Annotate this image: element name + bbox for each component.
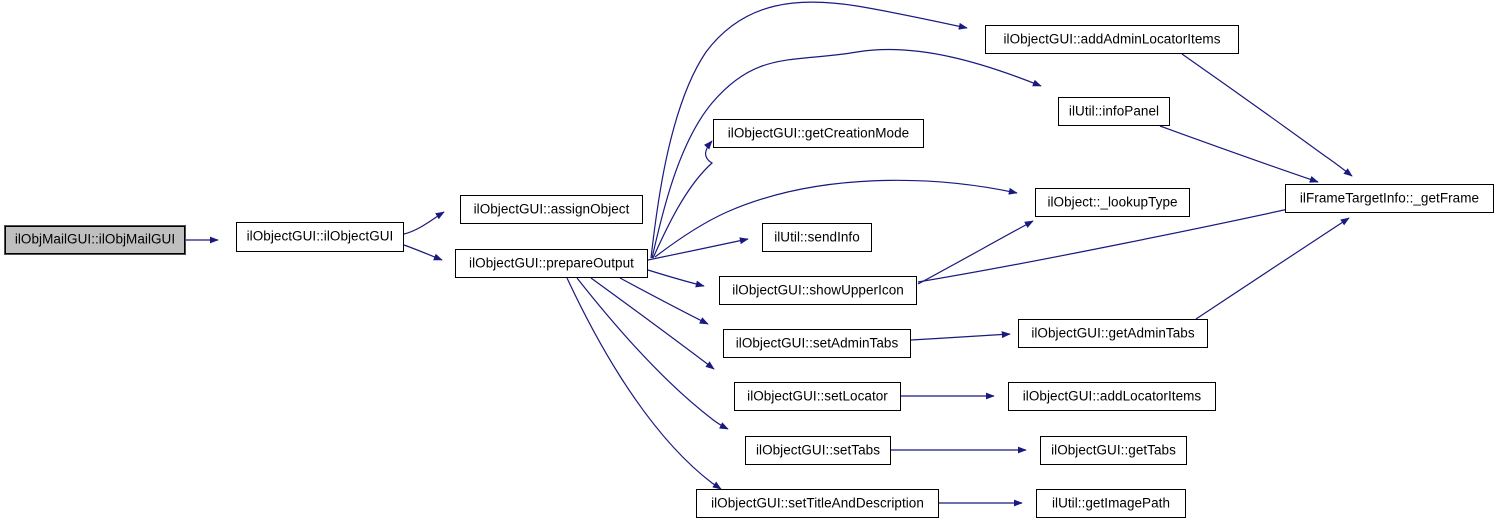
graph-node-label: ilUtil::getImagePath bbox=[1051, 495, 1171, 511]
graph-node-label: ilObjectGUI::setLocator bbox=[747, 388, 888, 404]
graph-node-n17[interactable]: ilUtil::getImagePath bbox=[1036, 489, 1186, 518]
edge-n3-to-n10 bbox=[566, 277, 722, 490]
graph-node-n13[interactable]: ilObject::_lookupType bbox=[1035, 188, 1190, 217]
graph-node-n5[interactable]: ilUtil::sendInfo bbox=[762, 223, 872, 252]
graph-node-n4[interactable]: ilObjectGUI::getCreationMode bbox=[713, 119, 924, 148]
graph-node-n14[interactable]: ilObjectGUI::getAdminTabs bbox=[1018, 319, 1208, 348]
graph-node-n8[interactable]: ilObjectGUI::setLocator bbox=[734, 382, 901, 411]
graph-node-label: ilObjectGUI::getCreationMode bbox=[727, 125, 910, 141]
graph-node-label: ilObjectGUI::addAdminLocatorItems bbox=[1003, 31, 1221, 47]
graph-node-n0[interactable]: ilObjMailGUI::ilObjMailGUI bbox=[4, 225, 186, 255]
graph-node-n10[interactable]: ilObjectGUI::setTitleAndDescription bbox=[696, 489, 939, 518]
edge-n1-to-n3 bbox=[403, 244, 443, 261]
graph-node-label: ilObject::_lookupType bbox=[1047, 194, 1178, 210]
graph-node-n9[interactable]: ilObjectGUI::setTabs bbox=[745, 436, 891, 465]
graph-node-label: ilObjectGUI::addLocatorItems bbox=[1022, 388, 1202, 404]
graph-node-label: ilUtil::infoPanel bbox=[1068, 103, 1160, 119]
graph-node-label: ilObjectGUI::setAdminTabs bbox=[735, 335, 899, 351]
graph-node-label: ilObjectGUI::getTabs bbox=[1051, 442, 1176, 458]
edge-n7-to-n14 bbox=[910, 331, 1011, 341]
edge-n3-to-n8 bbox=[590, 277, 715, 370]
graph-node-n3[interactable]: ilObjectGUI::prepareOutput bbox=[455, 249, 648, 278]
graph-node-n16[interactable]: ilObjectGUI::getTabs bbox=[1040, 436, 1187, 465]
graph-node-n1[interactable]: ilObjectGUI::ilObjectGUI bbox=[236, 222, 404, 252]
edge-n3-to-n4 bbox=[652, 140, 714, 259]
graph-node-n7[interactable]: ilObjectGUI::setAdminTabs bbox=[723, 329, 911, 358]
graph-node-label: ilObjectGUI::setTitleAndDescription bbox=[711, 495, 924, 511]
edge-n14-to-n18 bbox=[1195, 217, 1350, 320]
edge-n11-to-n18 bbox=[1181, 53, 1353, 177]
graph-node-label: ilUtil::sendInfo bbox=[774, 229, 860, 245]
graph-node-label: ilObjectGUI::setTabs bbox=[755, 442, 881, 458]
edge-n3-to-n9 bbox=[576, 277, 729, 430]
graph-node-n6[interactable]: ilObjectGUI::showUpperIcon bbox=[719, 276, 917, 305]
graph-node-label: ilObjectGUI::getAdminTabs bbox=[1031, 325, 1195, 341]
graph-node-n11[interactable]: ilObjectGUI::addAdminLocatorItems bbox=[985, 25, 1239, 54]
graph-node-label: ilObjectGUI::ilObjectGUI bbox=[246, 228, 394, 244]
graph-node-n2[interactable]: ilObjectGUI::assignObject bbox=[460, 195, 643, 224]
edge-n3-to-n6 bbox=[647, 269, 705, 288]
graph-node-label: ilObjectGUI::showUpperIcon bbox=[732, 282, 904, 298]
graph-node-n18[interactable]: ilFrameTargetInfo::_getFrame bbox=[1285, 184, 1494, 213]
graph-node-label: ilObjMailGUI::ilObjMailGUI bbox=[14, 231, 176, 247]
graph-node-n15[interactable]: ilObjectGUI::addLocatorItems bbox=[1008, 382, 1216, 411]
edge-n6-to-n13 bbox=[917, 220, 1034, 285]
graph-node-label: ilFrameTargetInfo::_getFrame bbox=[1299, 190, 1480, 206]
edge-n3-to-n7 bbox=[619, 277, 709, 325]
edge-n3-to-n5 bbox=[647, 237, 749, 261]
graph-node-n12[interactable]: ilUtil::infoPanel bbox=[1058, 97, 1170, 126]
graph-node-label: ilObjectGUI::prepareOutput bbox=[469, 255, 634, 271]
edge-n1-to-n2 bbox=[403, 211, 445, 235]
edge-n12-to-n18 bbox=[1159, 125, 1319, 183]
graph-node-label: ilObjectGUI::assignObject bbox=[473, 201, 630, 217]
